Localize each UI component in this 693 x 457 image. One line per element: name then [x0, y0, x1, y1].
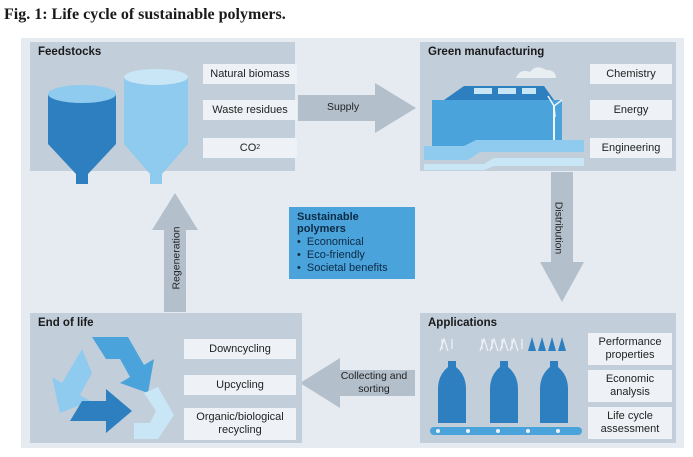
manufacturing-title: Green manufacturing: [428, 46, 545, 58]
regeneration-arrow: [152, 193, 198, 312]
applications-panel: Applications Performance properties Econ…: [420, 313, 676, 443]
manufacturing-engineering: Engineering: [590, 138, 672, 158]
supply-label: Supply: [327, 101, 360, 113]
feedstocks-panel: Feedstocks Natural biomass Waste residue…: [30, 42, 297, 184]
center-bullet: Societal benefits: [297, 262, 407, 275]
eol-organic-recycling: Organic/biological recycling: [184, 408, 296, 440]
applications-title: Applications: [428, 317, 498, 329]
center-title: Sustainable polymers: [297, 211, 359, 235]
regeneration-label: Regeneration: [170, 226, 183, 290]
center-bullet: Eco-friendly: [297, 249, 407, 262]
center-bullet: Economical: [297, 236, 407, 249]
distribution-label: Distribution: [552, 201, 565, 255]
collecting-label: Collecting and sorting: [340, 370, 408, 395]
factory-icon: [424, 67, 584, 170]
eol-downcycling: Downcycling: [184, 339, 296, 359]
end-of-life-panel: End of life Downcycling Upcycling Organi…: [30, 313, 302, 443]
collecting-arrow: [300, 358, 415, 408]
feedstock-waste-residues: Waste residues: [203, 100, 297, 120]
sustainable-polymers-box: Sustainable polymers Economical Eco-frie…: [289, 207, 415, 279]
manufacturing-energy: Energy: [590, 100, 672, 120]
app-economic-analysis: Economic analysis: [588, 370, 672, 402]
distribution-arrow: [540, 172, 584, 302]
figure-title: Fig. 1: Life cycle of sustainable polyme…: [4, 6, 286, 23]
silo-icon: [48, 69, 188, 184]
app-life-cycle-assessment: Life cycle assessment: [588, 407, 672, 439]
app-performance-properties: Performance properties: [588, 333, 672, 365]
eol-upcycling: Upcycling: [184, 375, 296, 395]
bottles-icon: [430, 337, 582, 435]
manufacturing-panel: Green manufacturing Chemistry Energy Eng…: [420, 42, 676, 171]
end-of-life-title: End of life: [38, 317, 94, 329]
feedstock-natural-biomass: Natural biomass: [203, 64, 297, 84]
feedstocks-title: Feedstocks: [38, 46, 102, 58]
recycle-icon: [52, 337, 174, 439]
manufacturing-chemistry: Chemistry: [590, 64, 672, 84]
supply-arrow: [298, 83, 416, 133]
